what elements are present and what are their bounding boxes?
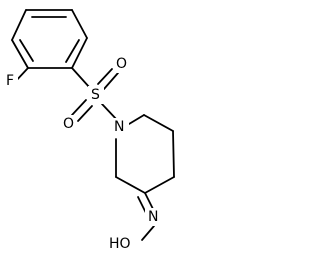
piperidine-bond-5 <box>115 176 146 194</box>
ring-nitrogen-label: N <box>114 119 124 135</box>
piperidine-bond-2 <box>143 114 174 132</box>
sulfonyl-top-oxygen-bond-2 <box>103 72 119 90</box>
sulfonyl-left-oxygen-bond-1 <box>71 99 87 116</box>
benzene-inner-bond-2 <box>65 39 80 63</box>
benzene-bond-5 <box>11 39 29 69</box>
fluorine-label-background <box>4 72 18 89</box>
oxime-double-bond-1 <box>144 192 154 210</box>
sulfonyl-top-oxygen-bond-1 <box>97 68 113 85</box>
sulfonyl-top-oxygen-label: O <box>116 56 127 72</box>
sulfonyl-left-oxygen-label-background <box>61 115 76 133</box>
atom-label-layer: F S O O N N HO <box>4 55 162 253</box>
benzene-bond-6 <box>11 9 27 41</box>
aryl-sulfonyl-bond <box>71 67 91 89</box>
benzene-bond-3 <box>71 37 88 69</box>
piperidine-bond-1 <box>128 114 145 125</box>
benzene-ring <box>11 9 88 69</box>
sulfur-label-background <box>88 86 104 104</box>
piperidine-bond-4 <box>144 176 175 194</box>
oxime-double-bond-2 <box>137 196 147 214</box>
hydroxyl-label-background <box>108 235 136 253</box>
hydroxyl-label: HO <box>109 236 131 252</box>
sulfonyl-top-oxygen-label-background <box>114 55 129 73</box>
piperidine-bond-3 <box>172 130 175 178</box>
oxime-nitrogen-label: N <box>148 209 158 225</box>
benzene-bond-2 <box>71 9 88 39</box>
sulfur-label: S <box>91 87 100 103</box>
oxime-nitrogen-label-background <box>145 208 162 226</box>
sulfonyl-left-oxygen-bond-2 <box>77 105 93 122</box>
chemical-structure-diagram: F S O O N N HO <box>4 9 175 253</box>
sulfonyl-left-oxygen-label: O <box>63 116 74 132</box>
ring-nitrogen-label-background <box>112 118 129 136</box>
fluorine-label: F <box>6 73 14 89</box>
oxime-single-bond <box>141 225 155 241</box>
benzene-inner-bond-3 <box>19 39 34 62</box>
piperidine-ring <box>115 114 175 194</box>
